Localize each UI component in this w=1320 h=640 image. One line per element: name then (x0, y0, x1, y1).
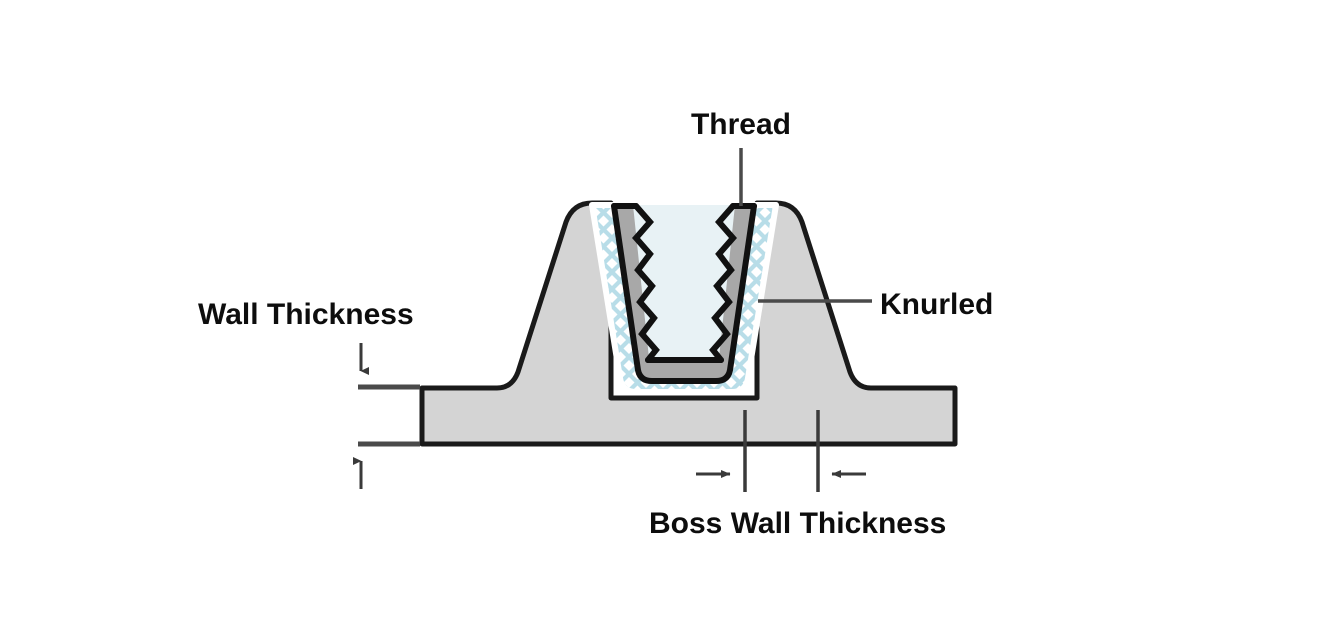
thread-leader-group: Thread (691, 108, 791, 206)
knurled-leader-group: Knurled (758, 288, 993, 321)
insert-wall-left (611, 203, 669, 384)
boss-wall-thickness-dimension: Boss Wall Thickness (649, 410, 946, 540)
bore-cavity (633, 205, 735, 358)
thread-label: Thread (691, 108, 791, 141)
wall-thickness-label: Wall Thickness (198, 298, 414, 331)
wall-thickness-dimension: Wall Thickness (198, 298, 420, 489)
thread-profile (611, 203, 757, 384)
thread-left-flank (632, 203, 660, 363)
thread-right-flank (709, 203, 737, 363)
insert-bore (633, 205, 735, 358)
knurled-label: Knurled (880, 288, 993, 321)
insert-wall-right (699, 203, 757, 384)
boss-wall-thickness-label: Boss Wall Thickness (649, 507, 946, 540)
